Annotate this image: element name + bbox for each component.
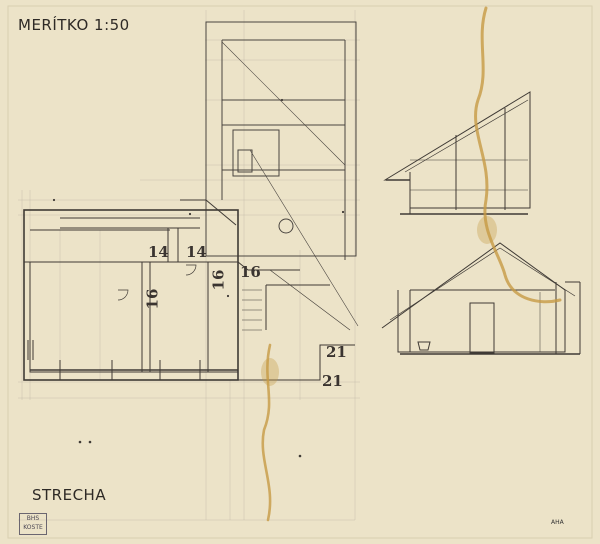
dimension-marks [52,98,345,458]
sheet-number: AHA [551,519,564,526]
plan-label: STRECHA [32,486,107,504]
room-number: 14 [148,243,169,261]
upper-structure [205,21,359,327]
stamp-line-2: KOSTE [23,524,43,531]
stamp-line-1: BHS [26,515,40,522]
water-stain [261,6,562,522]
section-upper [383,91,531,215]
room-number: 16 [240,263,261,281]
archive-stamp: BHS KOSTE [19,513,47,535]
room-number: 21 [326,343,347,361]
scale-label: MERÍTKO 1:50 [18,16,130,34]
floor-plan [23,199,355,381]
room-number: 16 [209,269,228,291]
room-number: 21 [322,372,343,390]
room-number: 14 [186,243,207,261]
room-number: 16 [143,288,162,310]
